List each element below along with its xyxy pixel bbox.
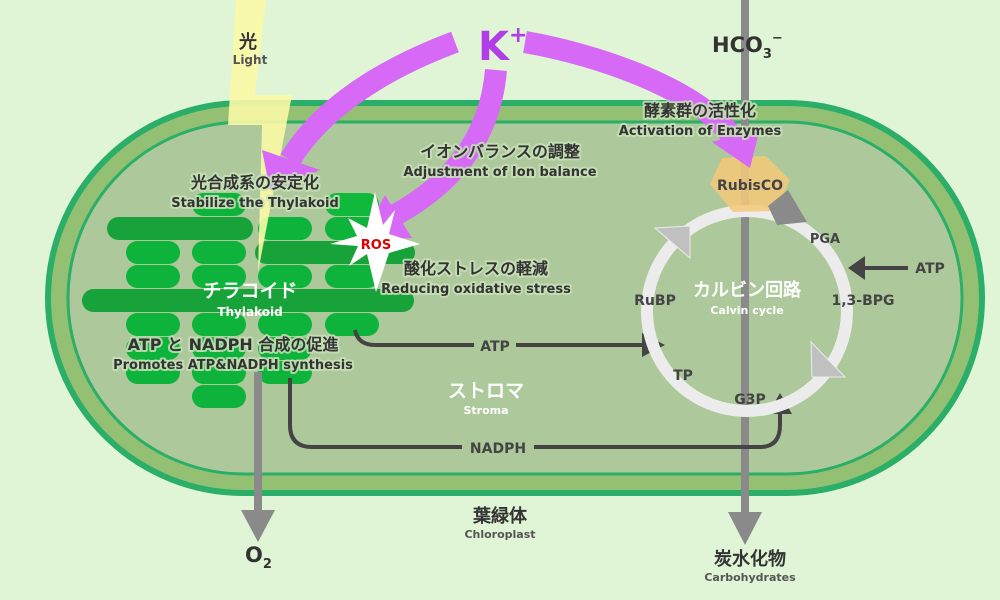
ros-burst-icon	[330, 192, 420, 292]
oxygen-flow-line	[241, 372, 275, 542]
stroma-sublabel: Stroma	[463, 404, 508, 417]
oxygen-label: O2	[245, 543, 272, 572]
light-label: 光	[238, 31, 257, 53]
potassium-label: K+	[478, 23, 527, 70]
chloroplast-label: 葉緑体	[472, 505, 528, 527]
rubisco-label: RubisCO	[717, 178, 783, 194]
thylakoid-sublabel: Thylakoid	[217, 305, 282, 319]
light-sublabel: Light	[233, 53, 268, 67]
atp-flow-label: ATP	[480, 339, 510, 355]
carbohydrates-label: 炭水化物	[714, 548, 786, 570]
bpg-label: 1,3-BPG	[831, 293, 894, 309]
atp-input-label: ATP	[915, 261, 945, 277]
bicarbonate-label: HCO3−	[712, 31, 783, 62]
synthesis-label: ATP と NADPH 合成の促進	[128, 335, 339, 354]
tp-label: TP	[673, 368, 693, 384]
oxidative-label: 酸化ストレスの軽減	[404, 259, 548, 278]
rubisco-shape	[710, 156, 790, 212]
oxidative-sublabel: Reducing oxidative stress	[381, 282, 571, 297]
nadph-flow-label: NADPH	[470, 441, 526, 457]
ros-label: ROS	[361, 238, 391, 253]
enzymes-sublabel: Activation of Enzymes	[619, 124, 782, 139]
carbon-flow-line	[728, 0, 762, 545]
carbohydrates-sublabel: Carbohydrates	[704, 571, 796, 584]
stroma-label: ストロマ	[448, 380, 524, 402]
thylakoid-label: チラコイド	[202, 280, 297, 302]
pga-label: PGA	[810, 232, 840, 247]
thylakoid-stacks	[82, 193, 415, 408]
stabilize-sublabel: Stabilize the Thylakoid	[171, 196, 339, 211]
cycle-arrowhead	[810, 340, 847, 378]
stabilize-label: 光合成系の安定化	[190, 173, 319, 192]
atp-flow-label-bg	[474, 335, 516, 355]
enzymes-label: 酵素群の活性化	[644, 101, 756, 120]
calvin-cycle-label: カルビン回路	[693, 279, 802, 301]
g3p-label: G3P	[734, 392, 766, 408]
nadph-flow-label-bg	[462, 437, 534, 457]
ion-balance-sublabel: Adjustment of Ion balance	[403, 165, 596, 180]
cycle-arrowhead	[768, 190, 807, 225]
chloroplast-sublabel: Chloroplast	[464, 528, 535, 541]
calvin-cycle-sublabel: Calvin cycle	[710, 304, 783, 317]
light-bolt-icon	[228, 0, 292, 272]
synthesis-sublabel: Promotes ATP&NADPH synthesis	[113, 358, 353, 373]
cycle-arrowhead	[653, 225, 691, 260]
rubp-label: RuBP	[634, 293, 676, 309]
ion-balance-label: イオンバランスの調整	[420, 142, 580, 161]
atp-input-arrow	[848, 256, 908, 280]
